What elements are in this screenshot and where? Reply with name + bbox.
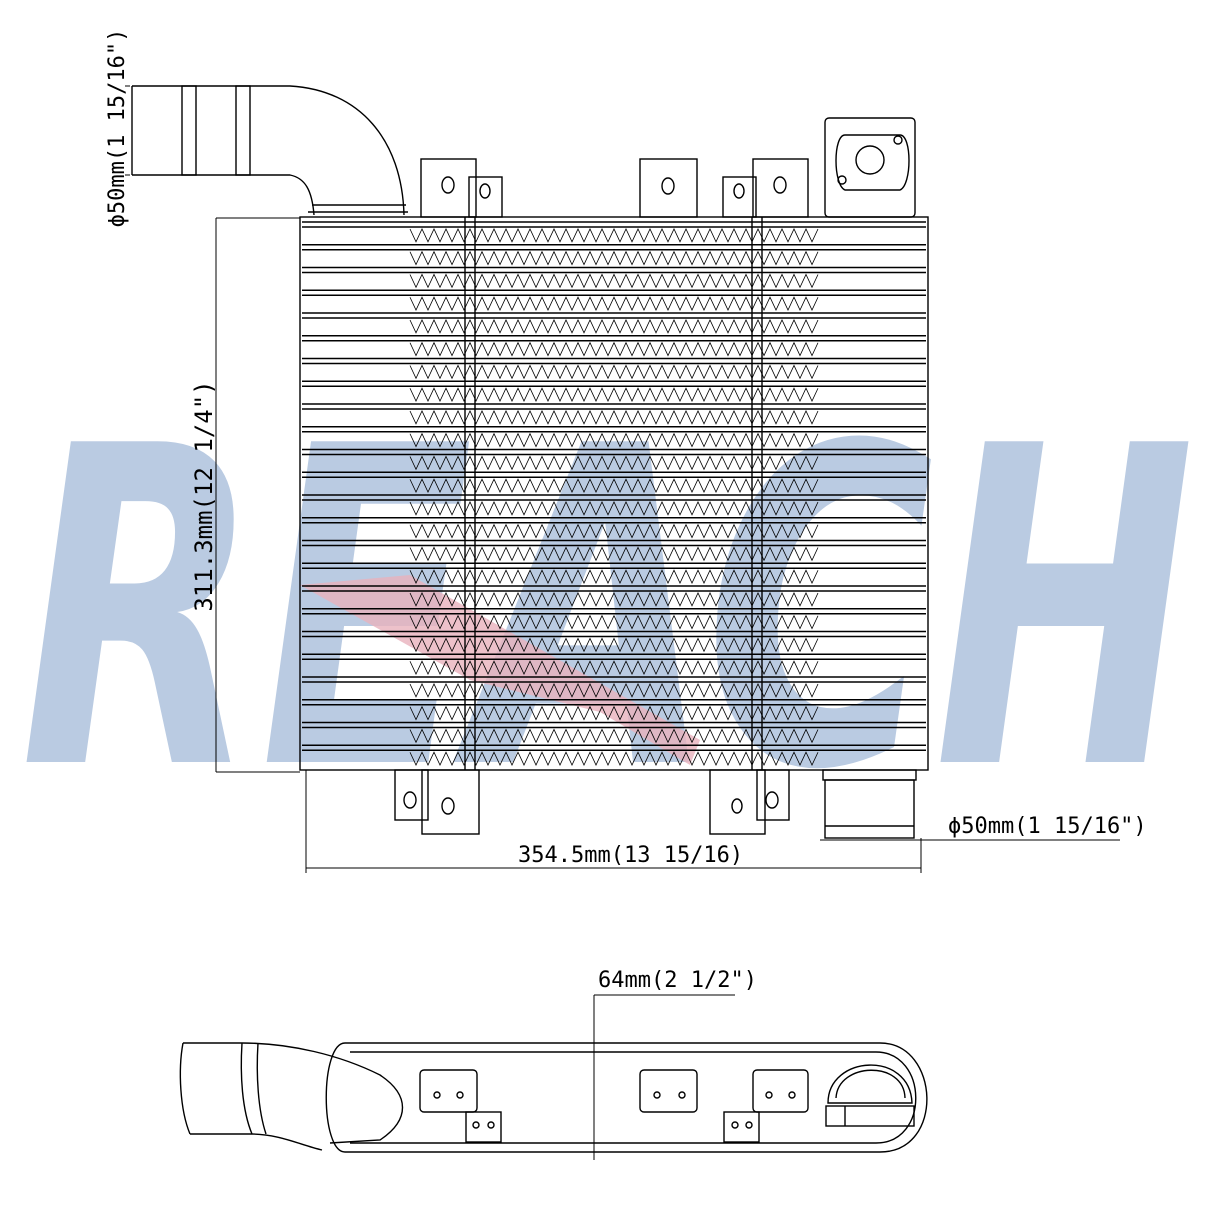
fin-zigzag bbox=[409, 683, 819, 698]
width-label: 354.5mm(13 15/16) bbox=[518, 843, 743, 868]
fin-zigzag bbox=[409, 660, 819, 675]
fin-zigzag bbox=[409, 546, 819, 562]
fin-zigzag bbox=[409, 432, 819, 448]
fin-zigzag bbox=[409, 523, 819, 539]
inlet-diameter-label: ϕ50mm(1 15/16") bbox=[105, 29, 130, 228]
watermark-accent-stripe bbox=[300, 575, 700, 765]
fin-zigzag bbox=[409, 455, 819, 471]
fin-zigzag bbox=[409, 501, 819, 516]
fin-zigzag bbox=[409, 728, 819, 744]
fin-zigzag bbox=[409, 273, 819, 289]
fin-zigzag bbox=[409, 569, 819, 584]
fin-zigzag bbox=[409, 614, 819, 630]
fin-zigzag bbox=[409, 637, 819, 653]
front-dimensions bbox=[125, 85, 1120, 873]
top-brackets bbox=[420, 158, 809, 218]
fin-zigzag bbox=[409, 592, 819, 607]
core-rows bbox=[302, 221, 926, 766]
depth-label: 64mm(2 1/2") bbox=[598, 968, 757, 993]
fin-zigzag bbox=[409, 387, 819, 402]
height-label: 311.3mm(12 1/4") bbox=[190, 380, 218, 611]
fin-zigzag bbox=[409, 751, 819, 766]
inlet-pipe bbox=[131, 85, 408, 216]
outlet-diameter-label: ϕ50mm(1 15/16") bbox=[948, 814, 1147, 839]
depth-dimension bbox=[593, 994, 735, 1160]
fin-zigzag bbox=[409, 319, 819, 334]
front-view bbox=[131, 85, 929, 839]
fin-zigzag bbox=[409, 478, 819, 493]
sensor-flange bbox=[824, 117, 916, 218]
fin-zigzag bbox=[409, 410, 819, 425]
core bbox=[299, 216, 929, 771]
fin-zigzag bbox=[409, 341, 819, 357]
fin-zigzag bbox=[409, 250, 819, 266]
outlet-pipe bbox=[822, 769, 917, 839]
fin-zigzag bbox=[409, 364, 819, 380]
fin-zigzag bbox=[409, 296, 819, 311]
fin-zigzag bbox=[409, 228, 819, 243]
bottom-brackets bbox=[394, 769, 790, 835]
top-view bbox=[179, 1042, 928, 1153]
fin-zigzag bbox=[409, 705, 819, 721]
